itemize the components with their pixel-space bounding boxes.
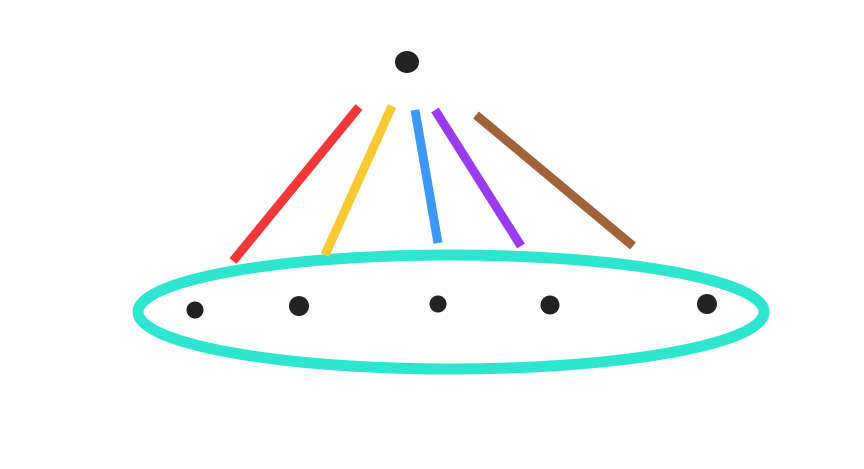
member-node xyxy=(429,295,447,313)
member-node xyxy=(289,296,309,316)
edges-group xyxy=(229,104,636,264)
edge-blue xyxy=(410,109,443,244)
apex-node xyxy=(395,51,419,73)
edge-brown xyxy=(473,111,636,250)
set-ellipse xyxy=(132,249,770,375)
member-node xyxy=(697,294,717,314)
edge-yellow xyxy=(320,104,397,257)
member-nodes-group xyxy=(186,294,717,319)
edge-red xyxy=(229,104,363,264)
edge-purple xyxy=(431,107,525,249)
member-node xyxy=(540,295,560,315)
member-node xyxy=(186,301,204,319)
